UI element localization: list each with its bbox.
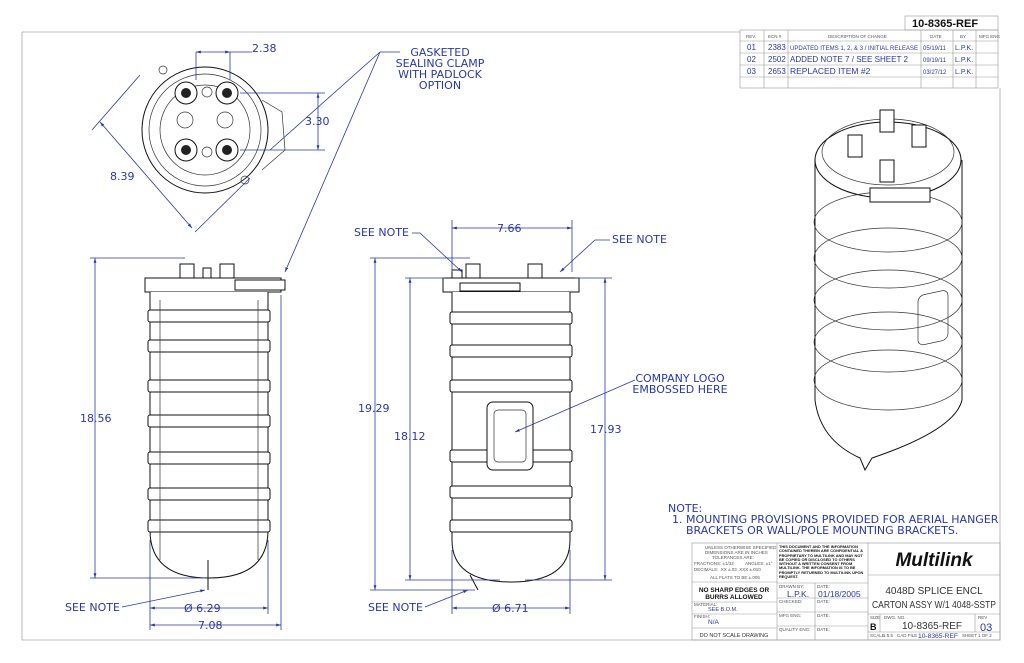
annotations-gasketed-3: WITH PADLOCK	[398, 68, 483, 81]
revision-table-rows-0-description: UPDATED ITEMS 1, 2, & 3 / INITIAL RELEAS…	[790, 45, 918, 52]
revision-table-headers-3: DATE	[930, 34, 942, 39]
note-line1: 1. MOUNTING PROVISIONS PROVIDED FOR AERI…	[672, 513, 999, 526]
side-view	[442, 263, 580, 591]
revision-table-rows-0-rev: 01	[747, 43, 756, 52]
title-block-mfg-label: MFG ENG:	[779, 613, 801, 618]
revision-table-rows-2-date: 03/27/12	[923, 70, 947, 76]
annotations-see-note: SEE NOTE	[368, 601, 423, 614]
revision-table-rows-1-ecn: 2502	[768, 55, 786, 64]
title-block-finish: N/A	[708, 619, 720, 626]
title-block-tol-dec: DECIMALS: .XX ±.03 .XXX ±.010	[694, 567, 761, 572]
annotations-see-note: SEE NOTE	[354, 226, 409, 239]
title-block-date-label: DATE:	[817, 613, 830, 618]
title-block-dwg-label: DWG. NO.	[884, 615, 906, 620]
title-block-cad-file: 10-8365-REF	[918, 633, 958, 640]
revision-table-rows-2-rev: 03	[747, 67, 756, 76]
title-block-date-label: DATE:	[817, 584, 830, 589]
note-title: NOTE:	[668, 502, 702, 515]
title-block-title1: 4048D SPLICE ENCL	[885, 586, 983, 597]
title-block-sheet: 1 OF 2	[978, 633, 992, 638]
dimensions-side-h2: 18.12	[394, 430, 426, 443]
dimensions-front-width: 7.08	[198, 619, 223, 632]
dimensions-front-height: 18.56	[80, 412, 112, 425]
annotations-gasketed-1: GASKETED	[410, 46, 469, 59]
title-block-rev: 03	[980, 622, 992, 634]
revision-table-rows-2-by: L.P.K.	[955, 69, 973, 76]
title-block-flats: ALL FLATS TO BE ±.005	[710, 575, 760, 580]
dimensions-side-dia: Ø 6.71	[492, 602, 529, 615]
title-block-drawn-by: L.P.K.	[787, 589, 809, 599]
title-block-tol-frac: FRACTIONS: ±1/32	[694, 561, 734, 566]
isometric-view	[813, 109, 963, 472]
title-block-tol1: UNLESS OTHERWISE SPECIFIED	[705, 545, 777, 550]
title-block-sharp1: NO SHARP EDGES OR	[699, 587, 770, 594]
title-block-date-label: DATE:	[817, 627, 830, 632]
dimensions-top-width: 2.38	[252, 42, 277, 55]
revision-table-rows-1-by: L.P.K.	[955, 57, 973, 64]
side-view-dimensions: 7.66 SEE NOTE SEE NOTE 19.29 18.12 17.93…	[354, 220, 728, 615]
title-block-cad-label: CAD FILE	[897, 633, 917, 638]
title-block-rev-label: REV	[978, 615, 987, 620]
title-block-title2: CARTON ASSY W/1 4048-SSTP	[872, 600, 996, 611]
dimensions-front-dia: Ø 6.29	[184, 602, 221, 615]
front-view-dimensions: 18.56 Ø 6.29 7.08 SEE NOTE	[65, 257, 282, 632]
title-block-no-scale: DO NOT SCALE DRAWING	[700, 633, 769, 639]
title-block-drawn-date: 01/18/2005	[818, 589, 861, 599]
title-block: UNLESS OTHERWISE SPECIFIED DIMENSIONS AR…	[691, 542, 1001, 641]
revision-table-headers-5: MFG ENG	[979, 34, 1000, 39]
revision-table-rows-0-by: L.P.K.	[955, 45, 973, 52]
revision-table-rows-2-ecn: 2653	[768, 67, 786, 76]
front-view	[144, 263, 286, 590]
revision-table-headers-2: DESCRIPTION OF CHANGE	[828, 34, 887, 39]
title-block-tol2: DIMENSIONS ARE IN INCHES	[705, 550, 768, 555]
dimensions-side-h3: 17.93	[590, 423, 622, 436]
general-note: NOTE: 1. MOUNTING PROVISIONS PROVIDED FO…	[668, 502, 999, 537]
title-block-sharp2: BURRS ALLOWED	[705, 594, 763, 601]
title-block-drawn-by-label: DRAWN BY:	[779, 584, 804, 589]
revision-table-rows-1-date: 09/19/11	[923, 58, 947, 64]
revision-table-headers-1: ECN #	[768, 34, 782, 39]
revision-table: 10-8365-REF REV. ECN # DESCRIPTION OF CH…	[739, 15, 1000, 89]
revision-table-rows-2-description: REPLACED ITEM #2	[790, 66, 871, 76]
revision-table-rows-1-rev: 02	[747, 55, 756, 64]
drawing-frame	[21, 31, 1001, 641]
annotations-logo-1: COMPANY LOGO	[635, 372, 725, 385]
title-block-tol3: TOLERANCES ARE:	[712, 555, 754, 560]
revision-table-headers-0: REV.	[746, 34, 756, 39]
revision-table-rows-1-description: ADDED NOTE 7 / SEE SHEET 2	[790, 54, 908, 64]
title-block-sheet-label: SHEET	[962, 633, 977, 638]
top-view	[141, 65, 286, 194]
dimensions-top-diag: 8.39	[110, 170, 135, 183]
title-block-checked-label: CHECKED:	[779, 599, 802, 604]
title-block-material-label: MATERIAL:	[694, 602, 717, 607]
title-block-finish-label: FINISH:	[694, 614, 710, 619]
revision-table-headers-4: BY	[960, 34, 966, 39]
revision-table-rows-0-ecn: 2383	[768, 43, 786, 52]
title-block-scale-label: SCALE	[870, 633, 885, 638]
revision-table-rows-0-date: 05/19/11	[923, 46, 947, 52]
dimensions-side-width: 7.66	[497, 222, 522, 235]
gasket-callout: GASKETED SEALING CLAMP WITH PADLOCK OPTI…	[269, 46, 485, 272]
title-block-dwg-no: 10-8365-REF	[902, 621, 962, 632]
multilink-logo: Multilink	[895, 550, 973, 571]
annotations-see-note: SEE NOTE	[65, 601, 120, 614]
dimensions-side-h1: 19.29	[358, 402, 390, 415]
dimensions-top-height: 3.30	[305, 115, 330, 128]
annotations-gasketed-4: OPTION	[419, 79, 461, 92]
top-view-dimensions: 2.38 3.30 8.39	[91, 42, 330, 233]
title-block-size-label: SIZE	[870, 615, 880, 620]
title-block-tol-ang: ANGLES: ±1°	[745, 561, 773, 566]
note-line2: BRACKETS OR WALL/POLE MOUNTING BRACKETS.	[686, 524, 958, 537]
title-block-material: SEE B.O.M.	[708, 607, 738, 613]
annotations-logo-2: EMBOSSED HERE	[632, 383, 727, 396]
title-block-quality-label: QUALITY ENG:	[779, 627, 810, 632]
title-block-scale: 1:5.5	[883, 633, 894, 638]
confidentiality-notice: THIS DOCUMENT AND THE INFORMATION CONTAI…	[779, 545, 864, 580]
annotations-see-note: SEE NOTE	[612, 233, 667, 246]
header-drawing-number: 10-8365-REF	[912, 18, 978, 30]
title-block-size: B	[870, 622, 877, 632]
title-block-date-label: DATE:	[817, 599, 830, 604]
annotations-gasketed-2: SEALING CLAMP	[396, 57, 485, 70]
